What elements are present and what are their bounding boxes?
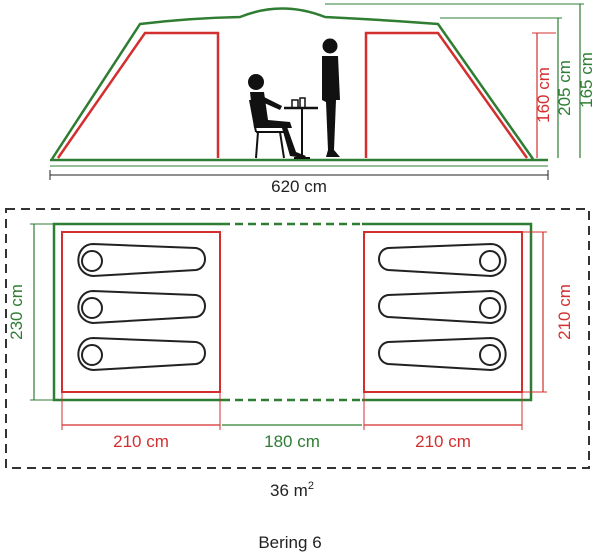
outer-tent-outline bbox=[50, 7, 535, 160]
living-height-label: 205 cm bbox=[555, 60, 574, 116]
sleeping-bags-left bbox=[77, 242, 206, 372]
bedroom-depth-label: 210 cm bbox=[555, 284, 574, 340]
sleeping-bag-icon bbox=[77, 242, 206, 278]
table-icon bbox=[284, 97, 318, 159]
floor-plan: 230 cm 210 cm 210 cm 180 cm 210 cm 36 m2 bbox=[5, 208, 590, 500]
right-bedroom-floor bbox=[363, 231, 523, 393]
outer-tent-floor bbox=[52, 222, 533, 402]
sleeping-bags-right bbox=[378, 242, 507, 372]
footprint-outline bbox=[5, 208, 590, 469]
left-bedroom-length-label: 210 cm bbox=[113, 432, 169, 451]
sleeping-bag-icon bbox=[378, 336, 507, 372]
width-dimension: 230 cm bbox=[7, 223, 54, 401]
height-dimensions: 160 cm 205 cm 165 cm bbox=[325, 3, 596, 158]
sleeping-bag-icon bbox=[77, 336, 206, 372]
left-bedroom-outline bbox=[56, 31, 220, 159]
length-label: 620 cm bbox=[271, 177, 327, 196]
glass-icon bbox=[299, 97, 306, 109]
sleeping-bag-icon bbox=[378, 289, 507, 325]
sleeping-bag-icon bbox=[378, 242, 507, 278]
center-length-label: 180 cm bbox=[264, 432, 320, 451]
right-bedroom-outline bbox=[364, 31, 529, 159]
person-standing-icon bbox=[322, 38, 340, 157]
person-sitting-icon bbox=[248, 74, 306, 158]
product-name: Bering 6 bbox=[258, 533, 321, 552]
left-bedroom-floor bbox=[61, 231, 221, 393]
bedroom-depth-dimension: 210 cm bbox=[522, 231, 574, 393]
side-height-label: 165 cm bbox=[577, 52, 596, 108]
area-label: 36 m2 bbox=[270, 480, 314, 500]
bottom-dimensions: 210 cm 180 cm 210 cm bbox=[61, 392, 523, 451]
length-dimension: 620 cm bbox=[49, 170, 549, 196]
chair-icon bbox=[249, 99, 286, 159]
cup-icon bbox=[291, 99, 299, 109]
width-label: 230 cm bbox=[7, 284, 26, 340]
side-view: 620 cm 160 cm 205 cm 165 cm bbox=[49, 3, 596, 196]
sleeping-bag-icon bbox=[77, 289, 206, 325]
right-bedroom-length-label: 210 cm bbox=[415, 432, 471, 451]
bedroom-height-label: 160 cm bbox=[534, 67, 553, 123]
